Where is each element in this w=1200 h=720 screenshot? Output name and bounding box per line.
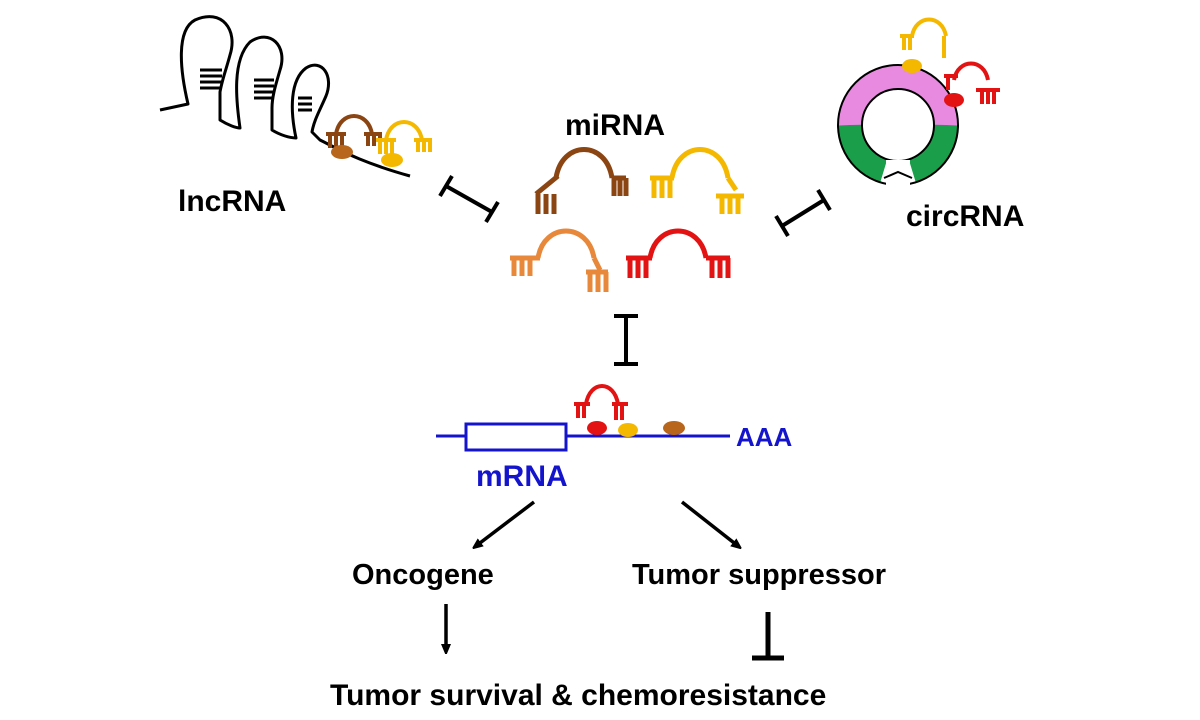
lncrna-bound-mirna-yellow-icon	[376, 120, 432, 154]
mrna-bound-mirna-red-icon	[574, 384, 628, 420]
tumor-suppressor-inhibition-bar-icon	[752, 612, 784, 661]
lncrna-structure-icon	[159, 15, 411, 178]
mirna-yellow-icon	[650, 147, 744, 214]
ago-protein-yellow-circ-icon	[902, 59, 922, 73]
polya-label: AAA	[736, 422, 793, 452]
ago-protein-red-mrna-icon	[587, 421, 607, 435]
ago-protein-yellow-mrna-icon	[618, 423, 638, 437]
mirna-label: miRNA	[565, 109, 665, 142]
circrna-gap-edge	[883, 170, 913, 179]
mrna-inhibition-bar-icon	[614, 314, 638, 366]
circrna-ring-icon	[838, 65, 958, 182]
circrna-inhibition-bar-icon	[774, 188, 832, 238]
ago-protein-yellow-icon	[381, 153, 403, 167]
ago-protein-red-circ-icon	[944, 93, 964, 107]
lncrna-label: lncRNA	[178, 185, 286, 218]
circrna-bound-mirna-red-icon	[944, 61, 1000, 104]
mrna-strand-icon	[436, 422, 730, 452]
oncogene-label: Oncogene	[352, 559, 494, 591]
tumor-suppressor-label: Tumor suppressor	[632, 559, 886, 591]
lncrna-bound-mirna-brown-icon	[326, 114, 382, 148]
arrow-to-oncogene-icon	[476, 500, 536, 546]
circrna-bound-mirna-yellow-icon	[900, 17, 948, 58]
ago-protein-brown-mrna-icon	[663, 421, 685, 435]
lncrna-inhibition-bar-icon	[438, 174, 500, 224]
circrna-label: circRNA	[906, 200, 1024, 233]
mrna-label: mRNA	[476, 460, 568, 493]
arrow-to-tumor-suppressor-icon	[680, 500, 738, 546]
outcome-label: Tumor survival & chemoresistance	[330, 679, 826, 712]
ago-protein-brown-icon	[331, 145, 353, 159]
mirna-brown-icon	[534, 147, 629, 214]
mirna-red-icon	[626, 228, 731, 278]
mirna-orange-icon	[510, 228, 609, 292]
